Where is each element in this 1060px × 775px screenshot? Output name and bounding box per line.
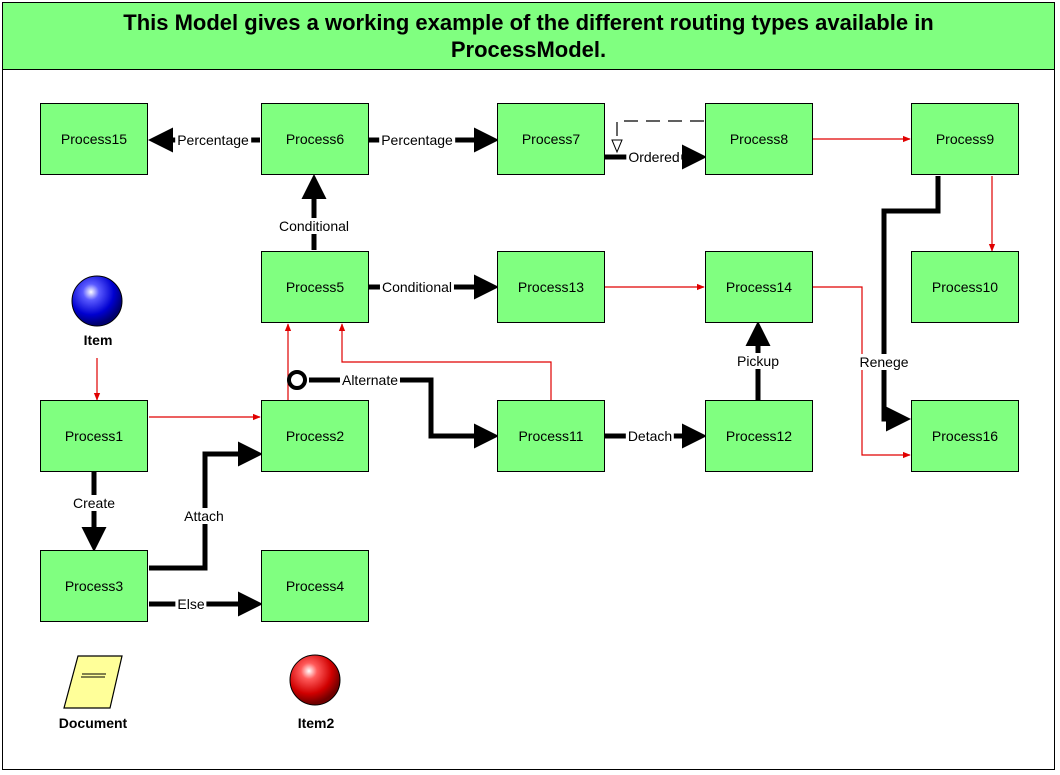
process2-box[interactable]: Process2 — [261, 400, 369, 472]
process4-box[interactable]: Process4 — [261, 550, 369, 622]
document-icon — [63, 655, 123, 709]
conditional-right-label: Conditional — [379, 279, 455, 295]
alternate-start-circle — [287, 370, 307, 390]
alternate-label: Alternate — [339, 372, 401, 388]
thin-routes — [93, 135, 996, 459]
process12-box[interactable]: Process12 — [705, 400, 813, 472]
renege-label: Renege — [857, 354, 911, 370]
route-process11-to-process5 — [338, 323, 552, 400]
else-label: Else — [175, 596, 207, 612]
route-process14-to-process16 — [812, 286, 911, 459]
conditional-up-label: Conditional — [276, 218, 352, 234]
thick-routes — [81, 127, 941, 617]
red-ball-icon — [289, 654, 341, 706]
item2-caption: Item2 — [297, 715, 335, 731]
create-label: Create — [70, 495, 118, 511]
document-caption: Document — [58, 715, 128, 731]
process10-box[interactable]: Process10 — [911, 251, 1019, 323]
percentage-left-label: Percentage — [175, 132, 251, 148]
process8-box[interactable]: Process8 — [705, 103, 813, 175]
process3-box[interactable]: Process3 — [40, 550, 148, 622]
route-process9-to-process16 — [881, 176, 941, 432]
model-title-banner: This Model gives a working example of th… — [2, 2, 1055, 70]
process5-box[interactable]: Process5 — [261, 251, 369, 323]
process1-box[interactable]: Process1 — [40, 400, 148, 472]
process11-box[interactable]: Process11 — [497, 400, 605, 472]
process13-box[interactable]: Process13 — [497, 251, 605, 323]
process7-box[interactable]: Process7 — [497, 103, 605, 175]
pickup-label: Pickup — [734, 353, 782, 369]
ordered-label: Ordered — [626, 149, 682, 165]
process14-box[interactable]: Process14 — [705, 251, 813, 323]
process16-box[interactable]: Process16 — [911, 400, 1019, 472]
item-caption: Item — [83, 332, 113, 348]
detach-label: Detach — [625, 428, 675, 444]
attach-label: Attach — [182, 508, 226, 524]
process6-box[interactable]: Process6 — [261, 103, 369, 175]
process9-box[interactable]: Process9 — [911, 103, 1019, 175]
blue-ball-icon — [71, 275, 123, 327]
percentage-right-label: Percentage — [379, 132, 455, 148]
process15-box[interactable]: Process15 — [40, 103, 148, 175]
ordered-link — [611, 120, 704, 154]
